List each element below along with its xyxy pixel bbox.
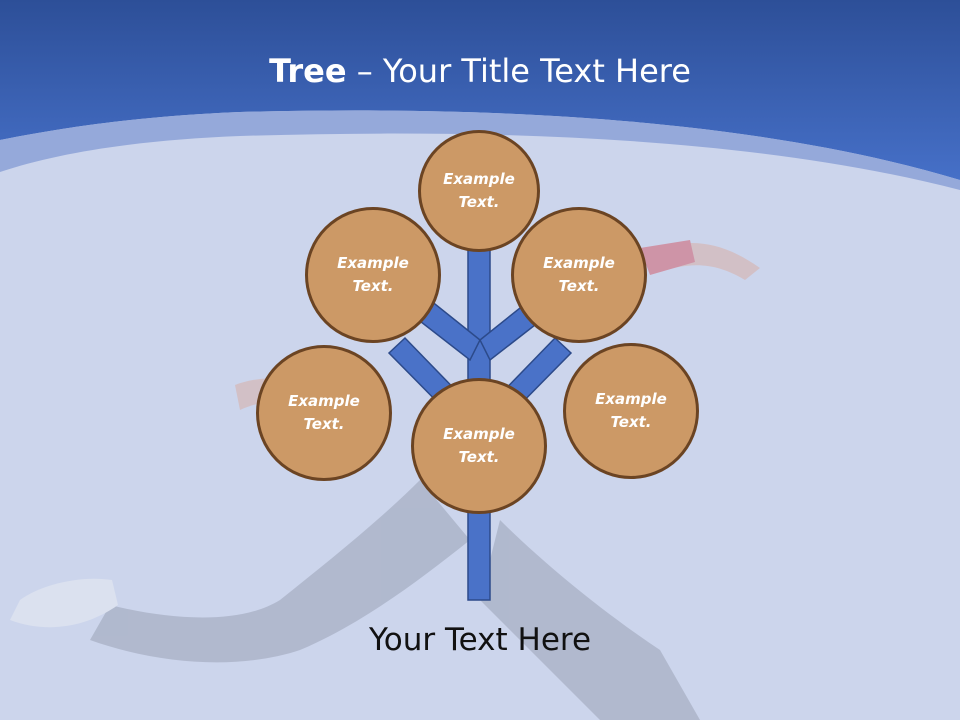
slide-title: Tree – Your Title Text Here xyxy=(0,52,960,90)
node-text: Example Text. xyxy=(543,254,615,295)
node-text: Example Text. xyxy=(337,254,409,295)
tree-node-lower-right: Example Text. xyxy=(563,343,699,479)
slide-caption: Your Text Here xyxy=(368,622,592,658)
node-text: Example Text. xyxy=(443,170,515,211)
node-text: Example Text. xyxy=(288,392,360,433)
tree-node-center: Example Text. xyxy=(411,378,547,514)
node-text: Example Text. xyxy=(443,425,515,466)
tree-node-lower-left: Example Text. xyxy=(256,345,392,481)
tree-node-upper-left: Example Text. xyxy=(305,207,441,343)
title-rest: – Your Title Text Here xyxy=(346,52,691,90)
title-bold: Tree xyxy=(269,52,347,90)
tree-node-upper-right: Example Text. xyxy=(511,207,647,343)
node-text: Example Text. xyxy=(595,390,667,431)
tree-node-top: Example Text. xyxy=(418,130,540,252)
